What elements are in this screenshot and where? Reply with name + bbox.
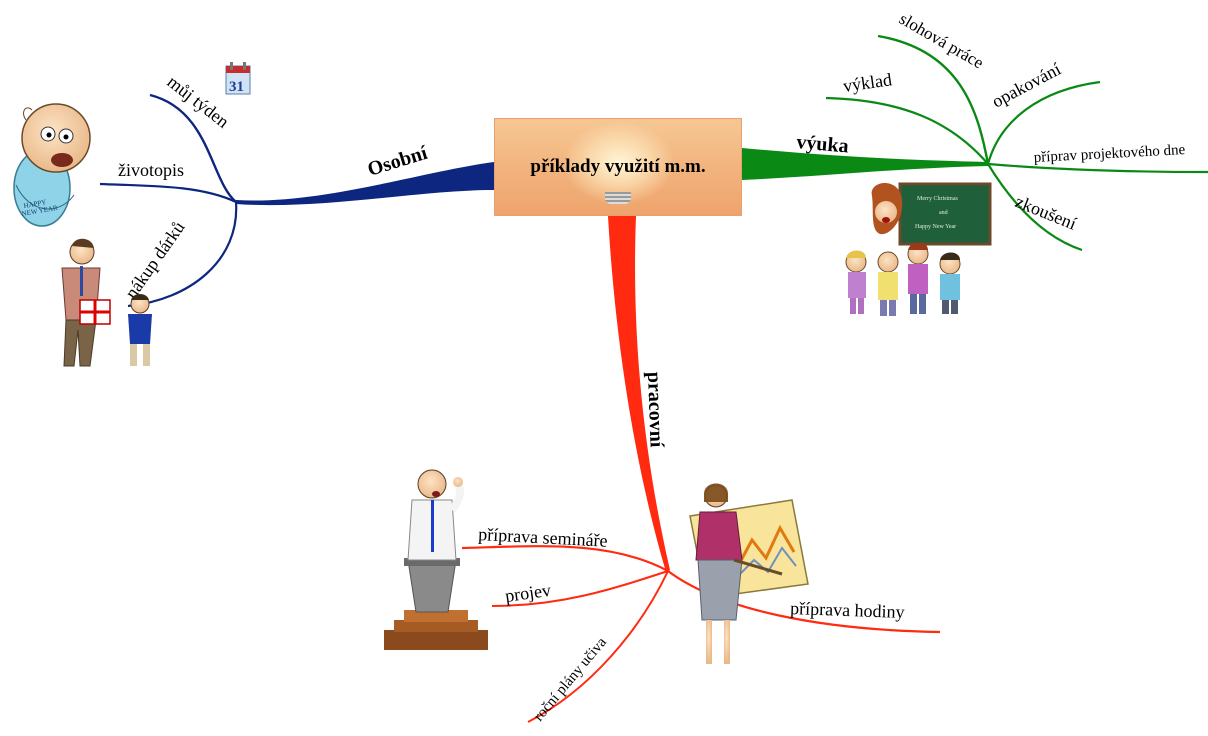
chalkboard-line-1: Merry Christmas	[917, 196, 958, 202]
subtopic-zkouseni[interactable]: zkoušení	[1013, 191, 1080, 234]
branch-label-vyuka: výuka	[796, 131, 850, 157]
baby-new-year-icon: HAPPY NEW YEAR	[13, 103, 91, 227]
subtopic-rocni-plany-uciva[interactable]: roční plány učiva	[531, 634, 610, 724]
baby-banner-line-1: HAPPY	[23, 198, 47, 210]
branch-label-pracovni: pracovní	[643, 371, 668, 448]
calendar-day: 31	[229, 79, 244, 95]
subtopic-vyklad[interactable]: výklad	[842, 69, 893, 96]
central-topic-title: příklady využití m.m.	[530, 156, 706, 177]
subtopic-opakovani[interactable]: opakování	[988, 59, 1064, 112]
teacher-students-chalkboard-icon: Merry Christmas and Happy New Year	[845, 182, 992, 316]
lightbulb-base	[605, 192, 631, 204]
central-topic[interactable]: příklady využití m.m.	[494, 118, 742, 216]
teacher-presentation-icon	[689, 483, 809, 664]
branch-pracovni[interactable]: pracovní příprava semináře projev roční …	[461, 216, 941, 725]
subtopic-muj-tyden[interactable]: můj týden	[164, 71, 233, 131]
father-child-gift-icon	[61, 238, 152, 367]
branch-label-osobni: Osobní	[365, 142, 430, 181]
calendar-icon: 31	[225, 62, 251, 95]
subtopic-priprava-hodiny[interactable]: příprava hodiny	[790, 598, 905, 622]
branch-osobni[interactable]: Osobní můj týden životopis nákup dárků	[99, 71, 494, 308]
subtopic-priprav-projektoveho-dne[interactable]: příprav projektového dne	[1033, 142, 1186, 166]
speaker-lectern-icon	[384, 469, 488, 650]
lightbulb-icon	[564, 122, 674, 204]
subtopic-zivotopis[interactable]: životopis	[118, 160, 184, 180]
chalkboard-line-3: Happy New Year	[915, 224, 956, 230]
chalkboard-line-2: and	[939, 210, 948, 216]
subtopic-nakup-darku[interactable]: nákup dárků	[121, 218, 189, 303]
